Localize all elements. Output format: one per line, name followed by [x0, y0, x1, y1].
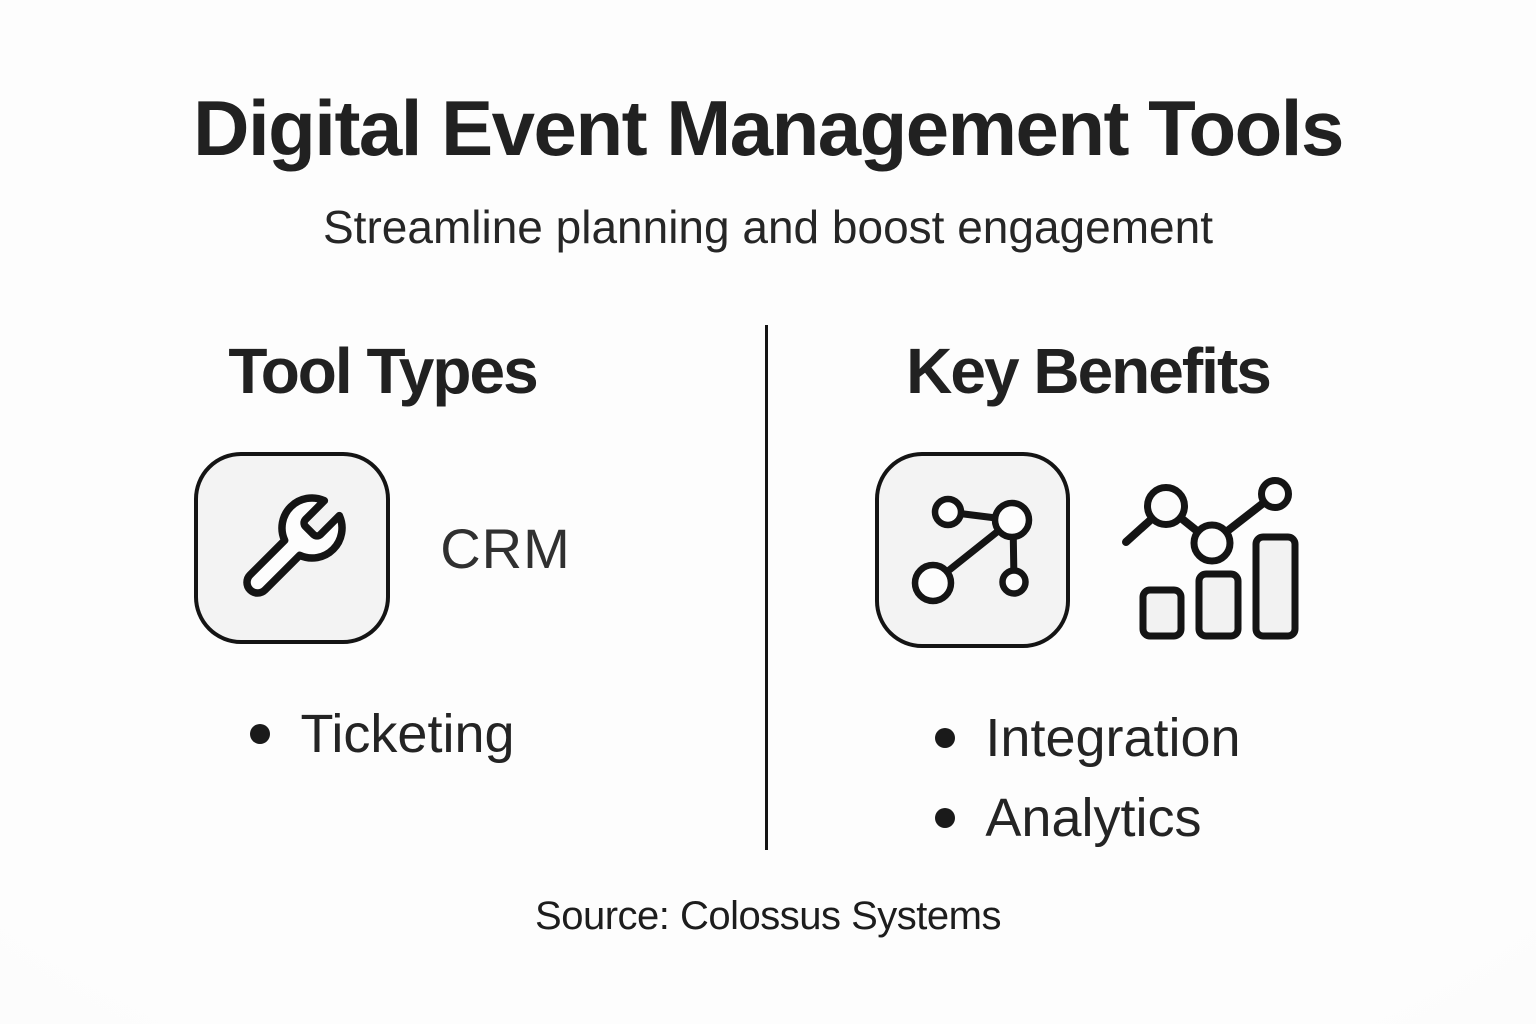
bullet-item-ticketing: Ticketing [250, 694, 515, 774]
bullet-label: Ticketing [300, 704, 515, 764]
page-subtitle: Streamline planning and boost engagement [323, 201, 1213, 253]
crm-label: CRM [440, 516, 571, 580]
header: Digital Event Management Tools Streamlin… [0, 0, 1536, 255]
bullet-dot [935, 728, 956, 748]
bullet-item-analytics: Analytics [935, 778, 1240, 858]
key-benefits-bullet-list: Integration Analytics [935, 698, 1241, 858]
key-benefits-icon-row [874, 452, 1302, 648]
wrench-icon-box [194, 452, 391, 644]
network-icon-box [874, 452, 1070, 648]
bullet-dot [250, 724, 271, 744]
content-columns: Tool Types CRM Ticketing Key Benefits [0, 320, 1536, 858]
trend-bar-chart-icon [1121, 477, 1298, 640]
key-benefits-heading: Key Benefits [906, 335, 1272, 407]
tool-types-icon-row: CRM [194, 452, 571, 644]
bullet-item-integration: Integration [935, 698, 1241, 778]
column-divider [765, 325, 768, 850]
key-benefits-column: Key Benefits [768, 320, 1408, 858]
source-attribution: Source: Colossus Systems [535, 894, 1001, 938]
bullet-label: Integration [985, 708, 1241, 768]
tool-types-bullet-list: Ticketing [250, 694, 515, 774]
bullet-label: Analytics [985, 788, 1202, 848]
tool-types-heading: Tool Types [228, 335, 538, 407]
page-title: Digital Event Management Tools [193, 84, 1344, 172]
wrench-icon [243, 494, 346, 597]
network-nodes-icon [911, 495, 1033, 605]
tool-types-column: Tool Types CRM Ticketing [0, 320, 765, 774]
bullet-dot [935, 808, 956, 828]
